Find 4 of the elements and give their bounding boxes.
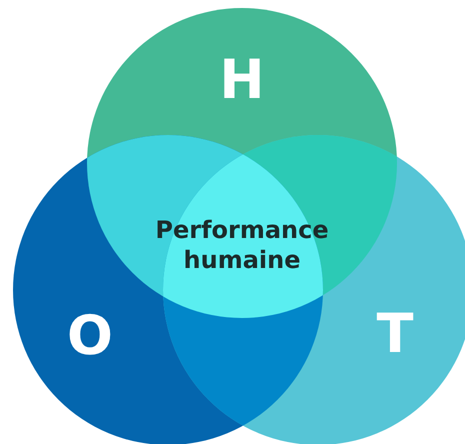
circle-letter: O	[67, 309, 113, 363]
circle-letter: T	[376, 307, 414, 361]
circle-letter: H	[219, 53, 265, 107]
center-label: Performance humaine	[154, 215, 330, 275]
